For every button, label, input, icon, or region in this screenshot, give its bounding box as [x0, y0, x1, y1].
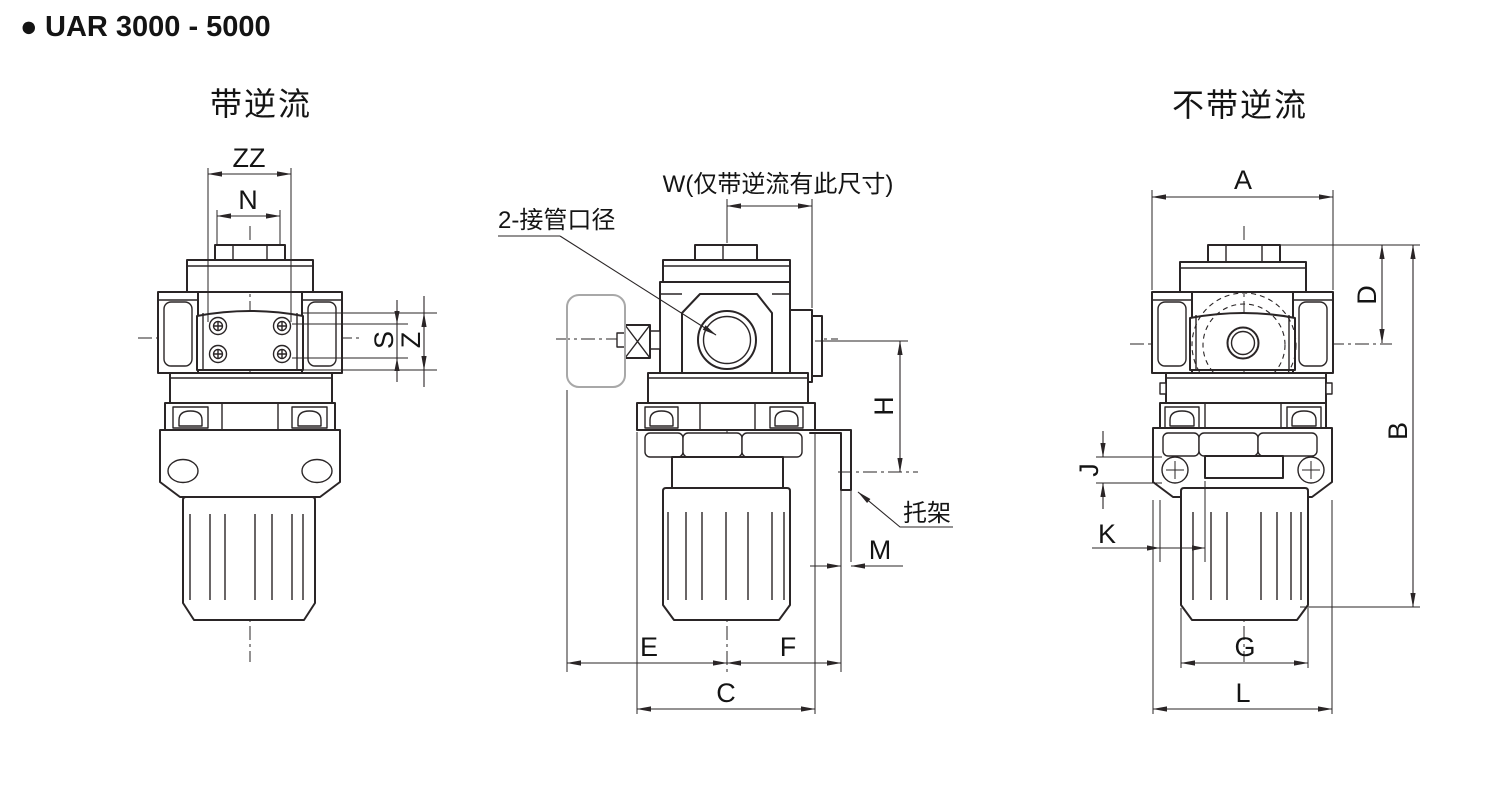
- adjust-knob: [1180, 487, 1309, 621]
- right-view-caption: 不带逆流: [1172, 87, 1308, 123]
- top-cap: [1207, 244, 1281, 263]
- dim-label-s: S: [369, 331, 399, 349]
- bonnet: [662, 259, 791, 283]
- page-title: UAR 3000 - 5000: [45, 11, 271, 43]
- neck: [1204, 455, 1284, 479]
- gauge-assembly: [566, 294, 661, 388]
- top-cap: [694, 244, 758, 261]
- dim-label-j: J: [1074, 463, 1104, 477]
- dim-label-f: F: [780, 632, 797, 662]
- screws: [208, 316, 292, 364]
- dim-label-c: C: [716, 678, 736, 708]
- dim-label-k: K: [1098, 519, 1116, 549]
- right-tab: [1292, 291, 1334, 374]
- port-leader-label: 2-接管口径: [498, 207, 615, 234]
- vent-hole-boss: [1226, 326, 1260, 360]
- lock-nut: [644, 432, 803, 458]
- dim-label-z: Z: [396, 332, 426, 349]
- lock-nut: [1162, 432, 1318, 457]
- backflow-housing: [789, 309, 823, 383]
- dim-label-a: A: [1234, 165, 1252, 195]
- bracket-plate: [159, 429, 341, 498]
- adjust-knob: [182, 496, 316, 621]
- dim-label-g: G: [1234, 632, 1255, 662]
- dim-label-h: H: [869, 396, 899, 416]
- dim-label-l: L: [1235, 678, 1250, 708]
- face-plate: [1189, 312, 1296, 371]
- left-tab: [157, 291, 199, 374]
- bullet-icon: ●: [20, 11, 38, 43]
- dim-label-d: D: [1352, 285, 1382, 305]
- dim-label-e: E: [640, 632, 658, 662]
- clamp-ring: [1159, 402, 1327, 431]
- left-view-caption: 带逆流: [210, 86, 312, 122]
- check-valve-plate: [196, 310, 304, 371]
- middle-view: W(仅带逆流有此尺寸) 2-接管口径 H 托架 M E F C: [498, 171, 953, 714]
- phantom-gauge: [566, 294, 626, 388]
- bonnet: [1179, 261, 1307, 293]
- left-view: ZZ N S Z: [138, 143, 437, 662]
- adjust-knob: [662, 487, 791, 621]
- right-view: A D B J K G L: [1074, 165, 1420, 714]
- page-title-block: ● UAR 3000 - 5000: [20, 11, 271, 43]
- dim-label-w: W(仅带逆流有此尺寸): [663, 171, 894, 198]
- dim-label-zz: ZZ: [233, 143, 266, 173]
- bonnet: [186, 259, 314, 293]
- mount-hole-left: [167, 458, 199, 484]
- vent-hole: [1230, 330, 1256, 356]
- right-tab: [301, 291, 343, 374]
- dim-label-m: M: [869, 535, 892, 565]
- dim-label-b: B: [1383, 422, 1413, 440]
- clamp-ring: [164, 402, 336, 431]
- clamp-ring: [636, 402, 816, 431]
- top-cap: [214, 244, 286, 261]
- dim-label-n: N: [238, 185, 258, 215]
- neck: [671, 456, 784, 489]
- bracket: [809, 429, 852, 672]
- bracket-leader-label: 托架: [903, 500, 951, 527]
- left-tab: [1151, 291, 1193, 374]
- port-circle: [697, 310, 757, 370]
- mount-hole-right: [301, 458, 333, 484]
